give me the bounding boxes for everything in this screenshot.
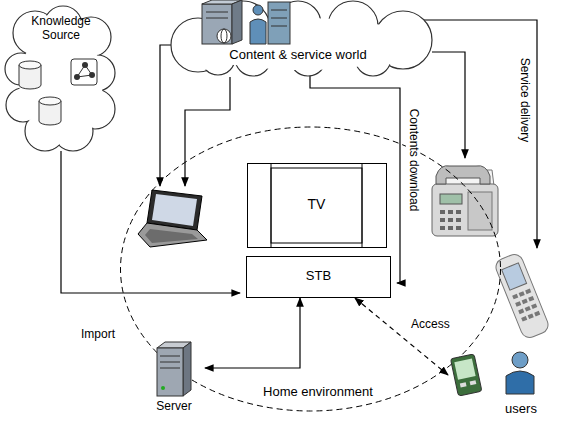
node-label: users — [496, 402, 546, 417]
node-label: Server — [143, 400, 205, 414]
mobile-phone-icon — [493, 252, 550, 340]
edge-label: Contents download — [406, 108, 420, 213]
tv-box: TV — [241, 163, 393, 248]
free-label: Service delivery — [517, 57, 531, 144]
arrow-line — [432, 52, 465, 158]
fax-icon — [432, 166, 498, 236]
laptop-icon — [138, 190, 207, 247]
connector — [61, 151, 240, 293]
arrow-line — [160, 45, 172, 186]
server-node: Server — [143, 340, 205, 420]
edge-label: Import — [80, 328, 116, 342]
node-label: Content & service world — [206, 48, 390, 63]
node-shape — [158, 0, 438, 78]
node-label: Home environment — [243, 385, 393, 400]
connector — [205, 298, 300, 368]
stb-box: STB — [240, 256, 397, 298]
home-region: Home environment TV STB Server — [118, 125, 503, 413]
knowledge-cloud: Knowledge Source — [5, 5, 117, 153]
node-label: TV — [265, 196, 368, 212]
node-label: Knowledge Source — [19, 15, 103, 43]
users-node: users — [448, 350, 552, 422]
arrow-line — [185, 77, 230, 186]
edge-label: Access — [410, 318, 451, 332]
arrow-line — [424, 20, 537, 248]
content-cloud: Content & service world — [158, 0, 438, 78]
connector — [355, 298, 448, 375]
node-label: STB — [240, 269, 397, 284]
